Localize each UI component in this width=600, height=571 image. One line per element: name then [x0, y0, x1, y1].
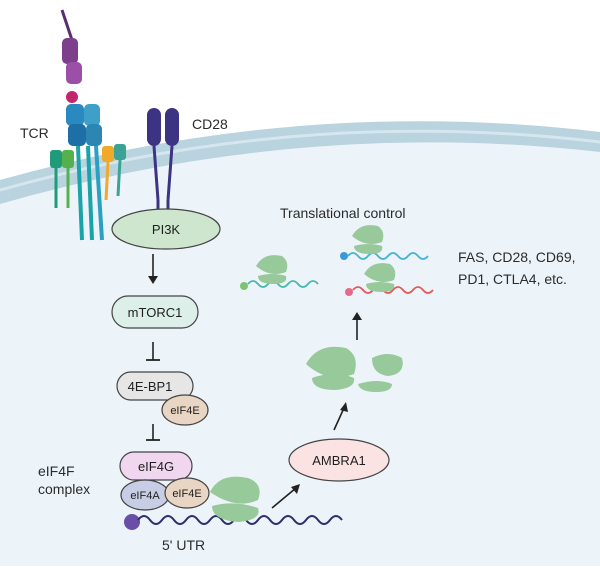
ambra1-label: AMBRA1 — [312, 453, 365, 468]
eif4f-label-line2: complex — [38, 481, 90, 497]
eif4g-label: eIF4G — [138, 459, 174, 474]
arrow-icon — [333, 402, 348, 431]
mrna-strand-icon — [240, 252, 434, 296]
fourebp1-label: 4E-BP1 — [128, 379, 173, 394]
eif4g-node — [119, 451, 193, 481]
ribosome-icon — [256, 225, 396, 292]
plasma-membrane — [0, 121, 600, 204]
mtorc1-node — [111, 295, 199, 329]
arrow-icon — [148, 254, 158, 284]
fourebp1-node — [116, 371, 194, 401]
membrane-inner-line — [0, 129, 600, 192]
eif4a-label: eIF4A — [130, 490, 160, 502]
eif4e-complex-node — [164, 477, 210, 509]
translational-control-label: Translational control — [280, 205, 406, 221]
tcr-label: TCR — [20, 125, 49, 141]
arrow-icon — [352, 312, 362, 340]
mtorc1-label: mTORC1 — [128, 305, 183, 320]
inhibition-icon — [146, 424, 160, 441]
five-prime-cap-icon — [124, 514, 140, 530]
ribosome-icon — [210, 476, 260, 522]
inhibition-icon — [146, 342, 160, 361]
arrow-icon — [271, 484, 300, 509]
pi3k-label: PI3K — [152, 222, 181, 237]
targets-label-line2: PD1, CTLA4, etc. — [458, 271, 567, 287]
eif4e-complex-label: eIF4E — [172, 488, 201, 500]
utr-label: 5' UTR — [162, 537, 205, 553]
eif4f-label-line1: eIF4F — [38, 463, 75, 479]
ambra1-node — [288, 438, 390, 482]
pi3k-node — [111, 208, 221, 250]
eif4e-bound-label: eIF4E — [170, 405, 199, 417]
cd28-label: CD28 — [192, 116, 228, 132]
tcr-receptor-icon — [50, 9, 126, 241]
eif4e-bound-node — [161, 394, 209, 426]
ribosome-icon — [306, 346, 403, 392]
targets-label-line1: FAS, CD28, CD69, — [458, 249, 576, 265]
